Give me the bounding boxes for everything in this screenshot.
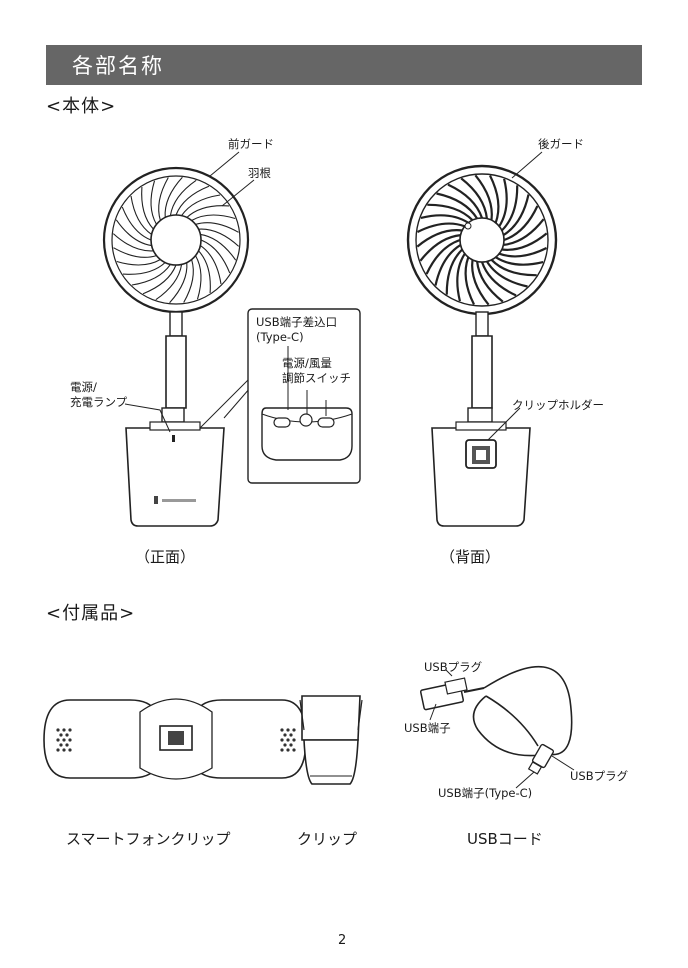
label-power-switch-line1: 電源/風量 (282, 356, 351, 371)
grip-dot (65, 743, 68, 746)
grip-dot (286, 728, 289, 731)
back-fan-illustration (408, 152, 556, 526)
grip-dot (292, 728, 295, 731)
label-lamp: 電源/ 充電ランプ (70, 380, 127, 410)
grip-dot (280, 748, 283, 751)
grip-dot (68, 728, 71, 731)
grip-dot (283, 743, 286, 746)
label-usb-plug-right: USBプラグ (570, 769, 628, 784)
caption-usb-cord: USBコード (467, 828, 543, 849)
label-lamp-line2: 充電ランプ (70, 395, 127, 410)
grip-dot (289, 733, 292, 736)
label-usb-terminal: USB端子 (404, 721, 451, 736)
caption-front: （正面） (135, 546, 195, 567)
grip-dot (62, 748, 65, 751)
grip-dot (292, 738, 295, 741)
grip-dot (56, 748, 59, 751)
page-number: 2 (338, 933, 346, 948)
clip-illustration (300, 696, 362, 784)
grip-dot (62, 728, 65, 731)
caption-smartphone-clip: スマートフォンクリップ (66, 828, 231, 849)
label-clip-holder: クリップホルダー (512, 398, 604, 413)
caption-back: （背面） (440, 546, 500, 567)
label-rear-guard: 後ガード (538, 137, 584, 152)
label-usb-port: USB端子差込口 (Type-C) (256, 315, 337, 345)
label-usb-terminal-typec: USB端子(Type-C) (438, 786, 532, 801)
grip-dot (280, 738, 283, 741)
grip-dot (59, 733, 62, 736)
grip-dot (280, 728, 283, 731)
label-usb-port-line1: USB端子差込口 (256, 315, 337, 330)
grip-dot (59, 743, 62, 746)
grip-dot (62, 738, 65, 741)
grip-dot (289, 743, 292, 746)
label-lamp-line1: 電源/ (70, 380, 127, 395)
label-usb-port-line2: (Type-C) (256, 330, 337, 345)
smartphone-clip-illustration (44, 699, 306, 779)
label-front-guard: 前ガード (228, 137, 274, 152)
grip-dot (286, 748, 289, 751)
grip-dot (65, 733, 68, 736)
grip-dot (283, 733, 286, 736)
grip-dot (286, 738, 289, 741)
label-power-switch-line2: 調節スイッチ (282, 371, 351, 386)
caption-clip: クリップ (297, 828, 357, 849)
accessories-heading: <付属品> (46, 599, 135, 625)
label-blades: 羽根 (248, 166, 271, 181)
label-usb-plug-top: USBプラグ (424, 660, 482, 675)
grip-dot (56, 738, 59, 741)
grip-dot (292, 748, 295, 751)
grip-dot (68, 748, 71, 751)
grip-dot (56, 728, 59, 731)
grip-dot (68, 738, 71, 741)
label-power-switch: 電源/風量 調節スイッチ (282, 356, 351, 386)
